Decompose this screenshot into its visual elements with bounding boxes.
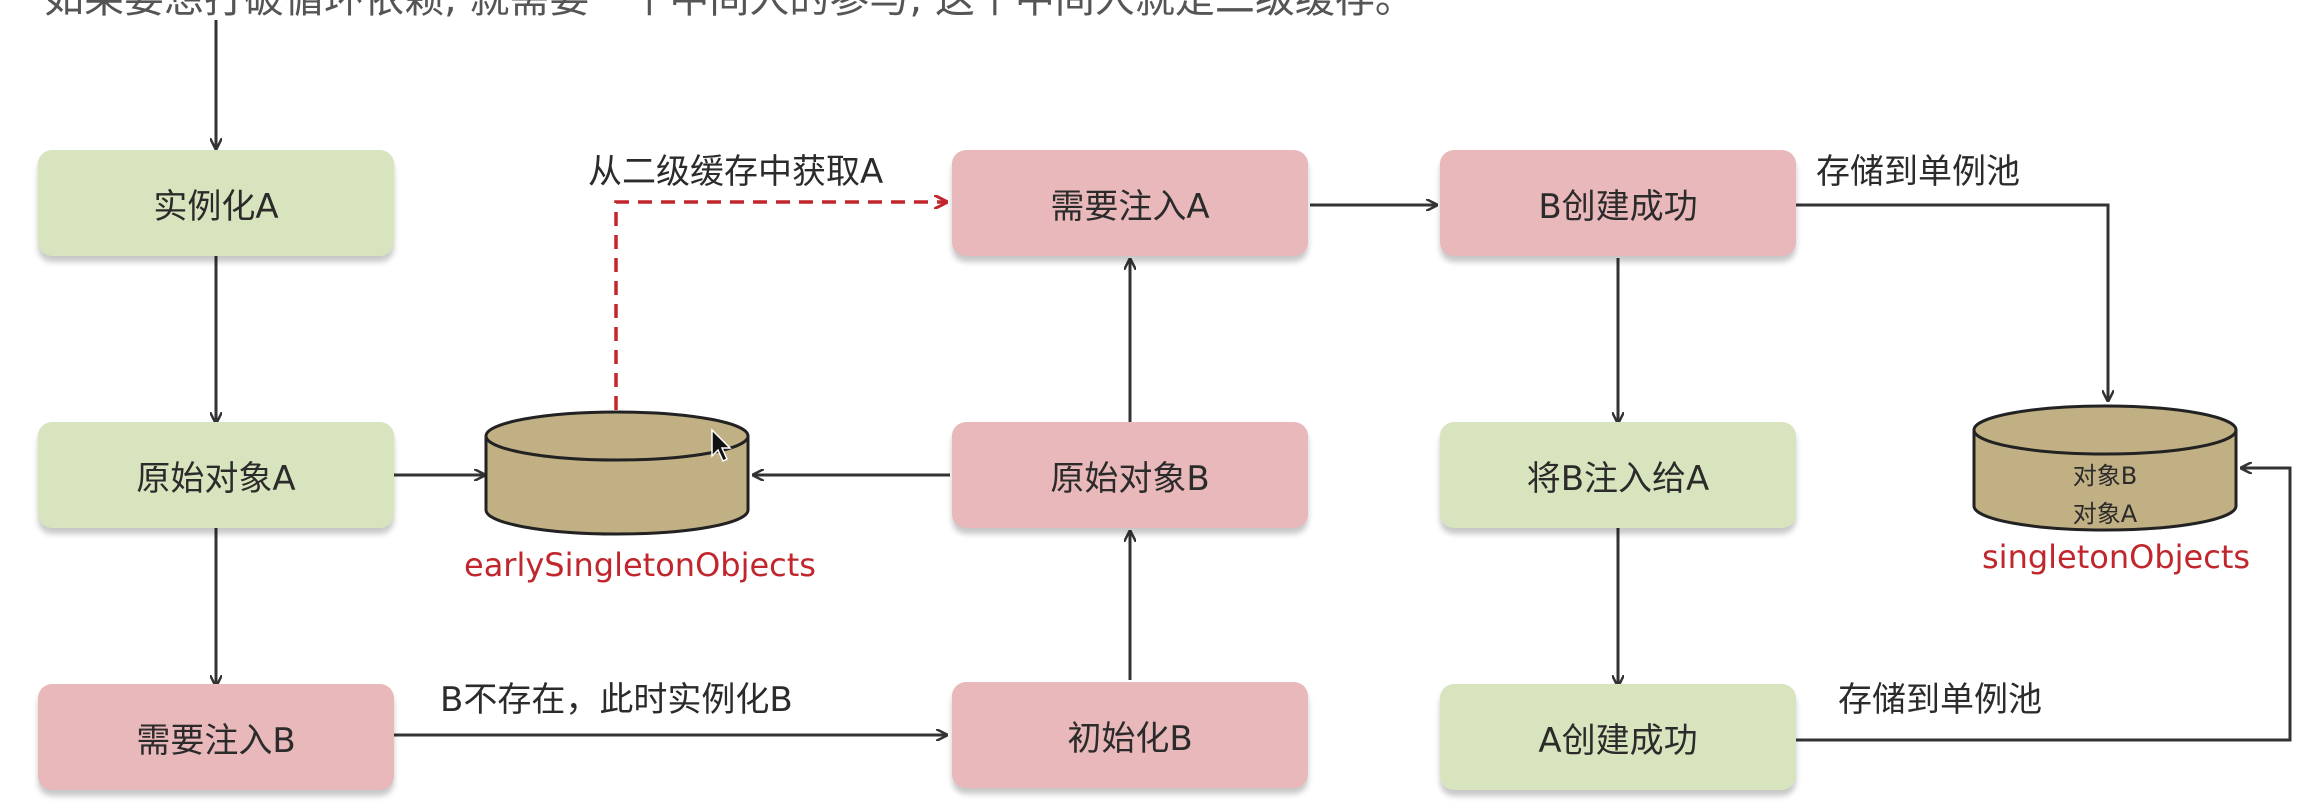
node-need-inject-b: 需要注入B: [38, 684, 394, 790]
node-init-b: 初始化B: [952, 682, 1308, 788]
singleton-cache-item-b: 对象B: [2072, 462, 2138, 490]
node-instantiate-a: 实例化A: [38, 150, 394, 256]
node-a-created: A创建成功: [1440, 684, 1796, 790]
early-cache-cylinder: [484, 410, 750, 536]
mouse-cursor-icon: [711, 428, 732, 463]
node-need-inject-a: 需要注入A: [952, 150, 1308, 256]
arrow-a-created-to-pool: [1796, 468, 2292, 742]
label-store-pool-bottom: 存储到单例池: [1838, 680, 2042, 720]
node-inject-b-into-a: 将B注入给A: [1440, 422, 1796, 528]
singleton-cache-item-a: 对象A: [2072, 500, 2138, 528]
singleton-cache-cylinder: [1972, 404, 2238, 532]
node-raw-object-b: 原始对象B: [952, 422, 1308, 528]
node-b-created: B创建成功: [1440, 150, 1796, 256]
label-store-pool-top: 存储到单例池: [1816, 152, 2020, 192]
node-raw-object-a: 原始对象A: [38, 422, 394, 528]
label-get-from-second-cache: 从二级缓存中获取A: [588, 152, 884, 192]
singleton-cache-label: singletonObjects: [1982, 538, 2251, 576]
header-text: 如果要想打破循环依赖, 就需要一个中间人的参与, 这个中间人就是二级缓存。: [44, 0, 1415, 24]
arrow-dashed-get-from-cache: [614, 202, 946, 410]
arrow-b-created-to-pool: [1796, 203, 2108, 400]
early-cache-label: earlySingletonObjects: [464, 546, 816, 584]
label-b-not-exist: B不存在，此时实例化B: [440, 680, 793, 720]
